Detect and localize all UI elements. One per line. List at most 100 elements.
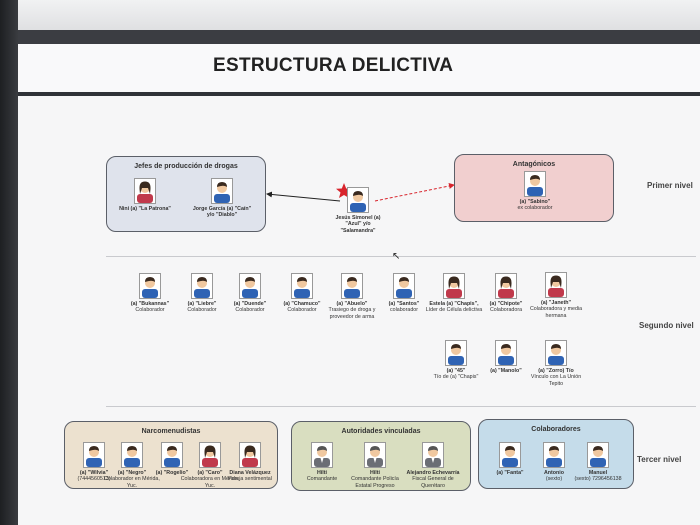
person-santos: (a) "Santos"colaborador [374, 273, 434, 314]
caption-negro: (a) "Negro"Colaborador en Mérida, Yuc. [104, 470, 160, 489]
connector-layer [266, 183, 455, 202]
male-avatar-icon [393, 273, 415, 299]
caption-janeth: (a) "Janeth"Colaboradora y media hermana [529, 300, 583, 319]
female-avatar-icon [495, 273, 517, 299]
panel-jefes: Jefes de producción de drogas [106, 156, 266, 232]
caption-fanta: (a) "Fanta" [496, 470, 524, 476]
caption-chipote: (a) "Chipote"Colaboradora [489, 301, 523, 314]
male-avatar-icon [291, 273, 313, 299]
male-avatar-icon [543, 442, 565, 468]
caption-rogelio: (a) "Rogelio" [155, 470, 189, 476]
male-avatar-icon [499, 442, 521, 468]
person-estela: Estela (a) "Chapis",Líder de Célula deli… [424, 273, 484, 314]
male-avatar-icon [83, 442, 105, 468]
male-avatar-icon [161, 442, 183, 468]
caption-duende: (a) "Duende"Colaborador [233, 301, 267, 314]
person-jorge: Jorge García (a) "Caín" y/o "Diablo" [192, 178, 252, 219]
officer-avatar-icon [422, 442, 444, 468]
page-title: ESTRUCTURA DELICTIVA [213, 55, 454, 76]
person-negro: (a) "Negro"Colaborador en Mérida, Yuc. [102, 442, 162, 489]
male-avatar-icon [239, 273, 261, 299]
level-label-tercer: Tercer nivel [637, 455, 682, 464]
caption-wilvia: (a) "Wilvia"(7444560513) [77, 470, 111, 483]
caption-caro: (a) "Caro"Colaboradora en Mérida, Yuc. [180, 470, 240, 489]
person-nini: Nini (a) "La Patrona" [115, 178, 175, 212]
person-45: (a) "45"Tío de (a) "Chapis" [426, 340, 486, 381]
caption-antonio: Antonio(sexto) [543, 470, 564, 483]
caption-nini: Nini (a) "La Patrona" [119, 206, 171, 212]
link-to-jefes [266, 191, 341, 202]
person-sabino: (a) "Sabino"ex colaborador [505, 171, 565, 212]
level-label-segundo: Segundo nivel [639, 321, 694, 330]
caption-liebre: (a) "Liebre"Colaborador [187, 301, 217, 314]
person-manuel: Manuel(sexto) 7296456138 [568, 442, 628, 483]
male-avatar-icon [139, 273, 161, 299]
person-liebre: (a) "Liebre"Colaborador [172, 273, 232, 314]
caption-45: (a) "45"Tío de (a) "Chapis" [433, 368, 479, 381]
person-chipote: (a) "Chipote"Colaboradora [476, 273, 536, 314]
caption-abuelo: (a) "Abuelo"Trasiego de droga y proveedo… [328, 301, 376, 320]
leader-star-icon [336, 183, 352, 198]
panel-title-colaboradores: Colaboradores [531, 426, 581, 433]
caption-bukannas: (a) "Bukannas"Colaborador [130, 301, 170, 314]
panel-title-antagonicos: Antagónicos [512, 161, 556, 168]
person-rogelio: (a) "Rogelio" [142, 442, 202, 476]
person-fanta: (a) "Fanta" [480, 442, 540, 476]
male-avatar-icon [347, 187, 369, 213]
person-janeth: (a) "Janeth"Colaboradora y media hermana [526, 272, 586, 319]
male-avatar-icon [495, 340, 517, 366]
person-abuelo: (a) "Abuelo"Trasiego de droga y proveedo… [322, 273, 382, 320]
male-avatar-icon [587, 442, 609, 468]
person-wilvia: (a) "Wilvia"(7444560513) [64, 442, 124, 483]
male-avatar-icon [341, 273, 363, 299]
person-caro: (a) "Caro"Colaboradora en Mérida, Yuc. [180, 442, 240, 489]
male-avatar-icon [211, 178, 233, 204]
male-avatar-icon [191, 273, 213, 299]
person-manolo: (a) "Manolo" [476, 340, 536, 374]
male-avatar-icon [545, 340, 567, 366]
male-avatar-icon [524, 171, 546, 197]
person-jesus: Jesús Simonel (a) "Azul" y/o "Salamandra… [328, 187, 388, 234]
caption-estela: Estela (a) "Chapis",Líder de Célula deli… [425, 301, 483, 314]
divider-level-2-3 [106, 406, 696, 407]
female-avatar-icon [545, 272, 567, 298]
caption-manuel: Manuel(sexto) 7296456138 [574, 470, 622, 483]
panel-title-jefes: Jefes de producción de drogas [134, 163, 238, 170]
officer-avatar-icon [364, 442, 386, 468]
caption-chamuco: (a) "Chamuco"Colaborador [283, 301, 321, 314]
officer-avatar-icon [311, 442, 333, 468]
person-chamuco: (a) "Chamuco"Colaborador [272, 273, 332, 314]
caption-manolo: (a) "Manolo" [490, 368, 522, 374]
caption-sabino: (a) "Sabino"ex colaborador [517, 199, 553, 212]
caption-jorge: Jorge García (a) "Caín" y/o "Diablo" [192, 206, 252, 219]
caption-jesus: Jesús Simonel (a) "Azul" y/o "Salamandra… [335, 215, 381, 234]
female-avatar-icon [199, 442, 221, 468]
divider-level-1-2 [106, 256, 696, 257]
level-label-primer: Primer nivel [647, 181, 693, 190]
female-avatar-icon [239, 442, 261, 468]
male-avatar-icon [445, 340, 467, 366]
male-avatar-icon [121, 442, 143, 468]
female-avatar-icon [443, 273, 465, 299]
slide-top-bar [18, 30, 700, 44]
panel-title-narcomenudistas: Narcomenudistas [141, 428, 201, 435]
panel-title-autoridades: Autoridades vinculadas [341, 428, 421, 435]
link-to-antagonicos [374, 183, 455, 202]
mouse-pointer-icon: ↖ [392, 251, 401, 262]
person-duende: (a) "Duende"Colaborador [220, 273, 280, 314]
title-band: ESTRUCTURA DELICTIVA [18, 44, 700, 96]
person-antonio: Antonio(sexto) [524, 442, 584, 483]
person-bukannas: (a) "Bukannas"Colaborador [120, 273, 180, 314]
female-avatar-icon [134, 178, 156, 204]
caption-santos: (a) "Santos"colaborador [388, 301, 420, 314]
